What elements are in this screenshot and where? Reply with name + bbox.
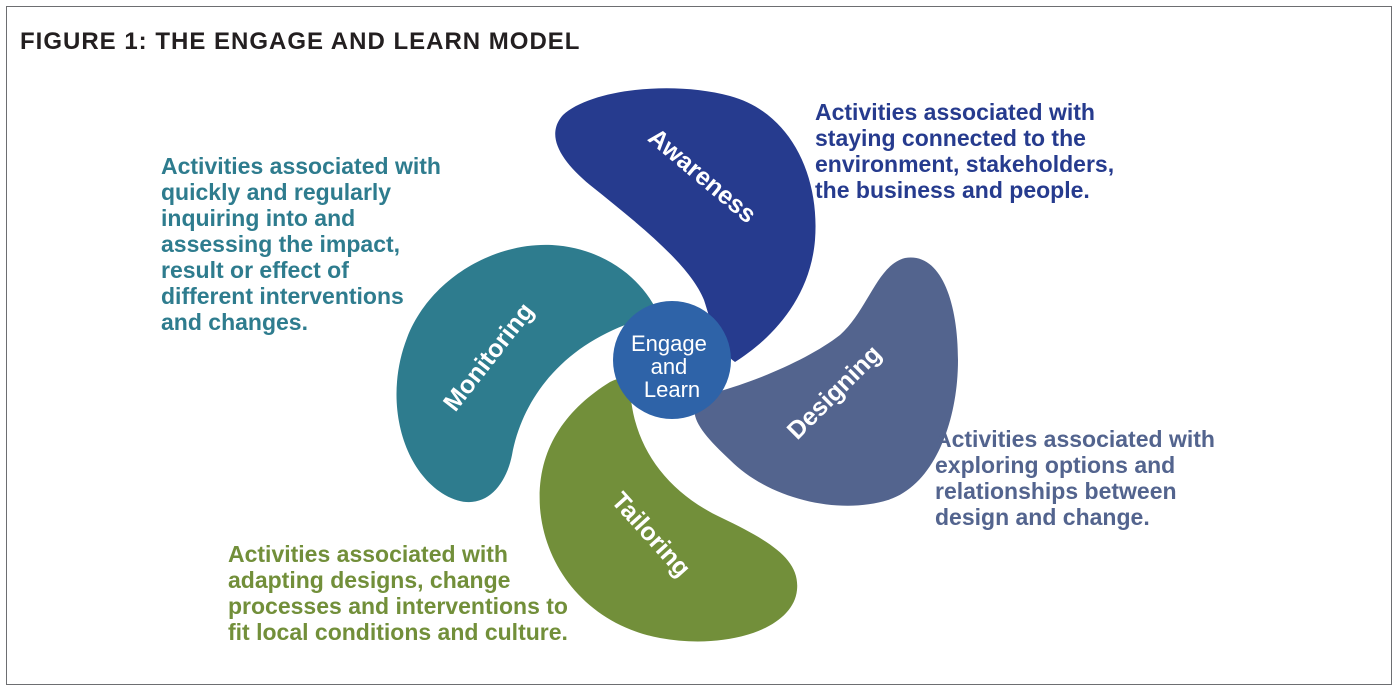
- hub-line-1: Engage: [631, 331, 707, 356]
- hub-line-2: and: [651, 354, 688, 379]
- petal-tailoring: [539, 378, 798, 642]
- hub-circle: [613, 301, 731, 419]
- petal-monitoring: [396, 244, 660, 503]
- description-monitoring: Activities associated with quickly and r…: [161, 153, 441, 335]
- petal-awareness: [555, 88, 816, 362]
- description-tailoring: Activities associated with adapting desi…: [228, 541, 568, 645]
- petal-designing: [694, 257, 958, 506]
- description-designing: Activities associated with exploring opt…: [935, 426, 1215, 530]
- description-awareness: Activities associated with staying conne…: [815, 99, 1115, 203]
- hub-label: Engage and Learn: [631, 331, 713, 402]
- hub-line-3: Learn: [644, 377, 700, 402]
- figure-title: FIGURE 1: THE ENGAGE AND LEARN MODEL: [20, 28, 581, 55]
